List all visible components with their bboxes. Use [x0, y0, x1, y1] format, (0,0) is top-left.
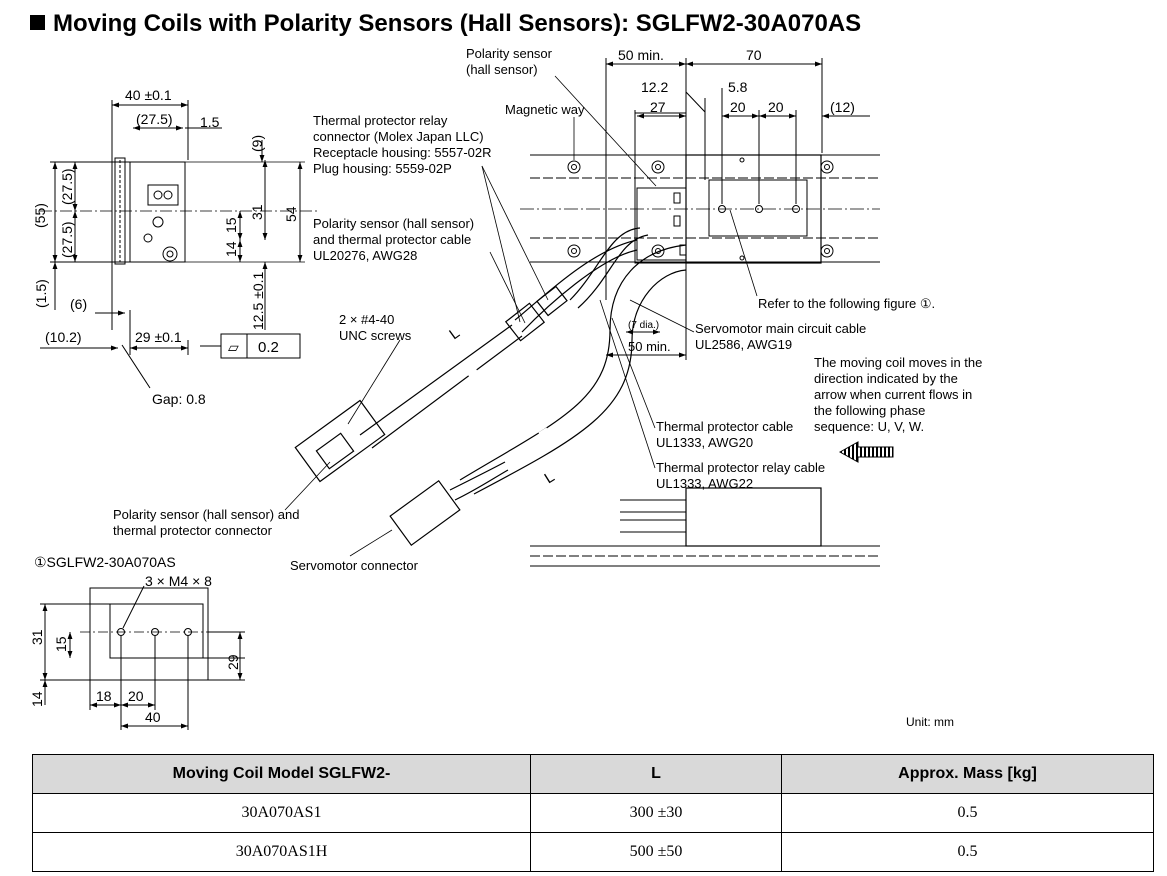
dim-14: 14 [223, 241, 239, 257]
dim-55: (55) [32, 203, 48, 228]
dim-9: (9) [249, 135, 265, 152]
polarity-sensor-label-1: Polarity sensor [466, 46, 553, 61]
length-label-lower: L [542, 468, 558, 487]
detail-screw-label: 3 × M4 × 8 [145, 573, 212, 589]
dimension-drawing: 40 ±0.1 (27.5) 1.5 (9) (27.5) (27.5) (55… [29, 46, 982, 730]
relay-cable-label-1: Thermal protector relay cable [656, 460, 825, 475]
cell-model: 30A070AS1H [32, 832, 531, 872]
sensor-cable-label-1: Polarity sensor (hall sensor) [313, 216, 474, 231]
spec-table: Moving Coil Model SGLFW2- L Approx. Mass… [32, 754, 1154, 872]
dim-1-5: 1.5 [200, 114, 220, 130]
cell-length: 300 ±30 [530, 793, 782, 833]
rail-front-view [530, 487, 880, 567]
relay-connector-label-3: Receptacle housing: 5557-02R [313, 145, 492, 160]
cell-mass: 0.5 [781, 832, 1154, 872]
moves-label-5: sequence: U, V, W. [814, 419, 924, 434]
dim-6: (6) [70, 296, 87, 312]
dim-20-a: 20 [730, 99, 746, 115]
detail-dim-20: 20 [128, 688, 144, 704]
page-title: Moving Coils with Polarity Sensors (Hall… [30, 10, 861, 38]
dim-31: 31 [249, 204, 265, 220]
flatness-icon: ⏥ [228, 339, 239, 355]
detail-dim-31: 31 [29, 629, 45, 645]
top-view-labels: Polarity sensor (hall sensor) Magnetic w… [113, 46, 982, 573]
detail-dim-18: 18 [96, 688, 112, 704]
relay-connector-label-4: Plug housing: 5559-02P [313, 161, 452, 176]
page-title-text: Moving Coils with Polarity Sensors (Hall… [53, 10, 862, 37]
screws-label-2: UNC screws [339, 328, 412, 343]
dim-5-8: 5.8 [728, 79, 748, 95]
dim-50min-top: 50 min. [618, 47, 664, 63]
moves-label-3: arrow when current flows in [814, 387, 972, 402]
dim-27-5-lower: (27.5) [59, 221, 75, 258]
thermal-cable-label-2: UL1333, AWG20 [656, 435, 753, 450]
dim-27-5-top: (27.5) [136, 111, 173, 127]
relay-cable-label-2: UL1333, AWG22 [656, 476, 753, 491]
header-length: L [530, 754, 782, 794]
magnetic-way-label: Magnetic way [505, 102, 585, 117]
direction-arrow-icon [838, 441, 894, 463]
polarity-connector-label-1: Polarity sensor (hall sensor) and [113, 507, 299, 522]
dim-12-5: 12.5 ±0.1 [250, 272, 266, 330]
side-view [40, 100, 320, 389]
detail-figure-labels: ①SGLFW2-30A070AS 3 × M4 × 8 31 15 29 14 … [29, 554, 241, 725]
gap-label: Gap: 0.8 [152, 391, 206, 407]
cell-model: 30A070AS1 [32, 793, 531, 833]
detail-title: ①SGLFW2-30A070AS [34, 554, 176, 570]
sensor-cable-label-3: UL20276, AWG28 [313, 248, 417, 263]
relay-connector-label-1: Thermal protector relay [313, 113, 448, 128]
table-row: 30A070AS1H 500 ±50 0.5 [32, 832, 1154, 872]
polarity-connector-label-2: thermal protector connector [113, 523, 273, 538]
leader-lines [284, 75, 758, 557]
top-view [520, 58, 880, 360]
detail-dim-29: 29 [225, 654, 241, 670]
servo-connector-shape [389, 479, 461, 547]
header-mass: Approx. Mass [kg] [781, 754, 1154, 794]
moves-label-1: The moving coil moves in the [814, 355, 982, 370]
moves-label-4: the following phase [814, 403, 925, 418]
dim-27-5-upper: (27.5) [59, 168, 75, 205]
sensor-cable-label-2: and thermal protector cable [313, 232, 471, 247]
length-label-upper: L [446, 325, 463, 344]
detail-dim-14: 14 [29, 691, 45, 707]
cables [294, 227, 687, 547]
refer-label: Refer to the following figure ①. [758, 296, 935, 311]
dim-1-5-left: (1.5) [33, 279, 49, 308]
dim-27: 27 [650, 99, 666, 115]
side-view-labels: 40 ±0.1 (27.5) 1.5 (9) (27.5) (27.5) (55… [32, 87, 299, 407]
servo-connector-label: Servomotor connector [290, 558, 419, 573]
table-header-row: Moving Coil Model SGLFW2- L Approx. Mass… [32, 754, 1154, 794]
detail-figure [40, 585, 245, 730]
moves-label-2: direction indicated by the [814, 371, 958, 386]
main-cable-label-1: Servomotor main circuit cable [695, 321, 866, 336]
cell-length: 500 ±50 [530, 832, 782, 872]
dim-12: (12) [830, 99, 855, 115]
thermal-cable-label-1: Thermal protector cable [656, 419, 793, 434]
relay-connector-label-2: connector (Molex Japan LLC) [313, 129, 484, 144]
table-row: 30A070AS1 300 ±30 0.5 [32, 793, 1154, 833]
unit-label: Unit: mm [906, 715, 954, 729]
dim-20-b: 20 [768, 99, 784, 115]
coil-side-outline [129, 161, 186, 263]
dim-54: 54 [283, 206, 299, 222]
dia-label: (7 dia.) [628, 320, 659, 331]
detail-dim-15: 15 [53, 636, 69, 652]
top-dims-labels: 50 min. 70 12.2 5.8 27 20 20 (12) 50 min… [618, 47, 855, 354]
dim-70: 70 [746, 47, 762, 63]
dim-12-2: 12.2 [641, 79, 668, 95]
dim-width: 40 ±0.1 [125, 87, 172, 103]
header-model: Moving Coil Model SGLFW2- [32, 754, 531, 794]
detail-dim-40: 40 [145, 709, 161, 725]
screws-label-1: 2 × #4-40 [339, 312, 394, 327]
polarity-sensor-label-2: (hall sensor) [466, 62, 538, 77]
square-bullet-icon [30, 15, 45, 30]
dim-50min-bottom: 50 min. [628, 339, 671, 354]
dim-10-2: (10.2) [45, 329, 82, 345]
dim-15: 15 [223, 217, 239, 233]
dim-29: 29 ±0.1 [135, 329, 182, 345]
polarity-connector-shape [294, 399, 386, 483]
main-cable-label-2: UL2586, AWG19 [695, 337, 792, 352]
flatness-value: 0.2 [258, 339, 279, 356]
cell-mass: 0.5 [781, 793, 1154, 833]
